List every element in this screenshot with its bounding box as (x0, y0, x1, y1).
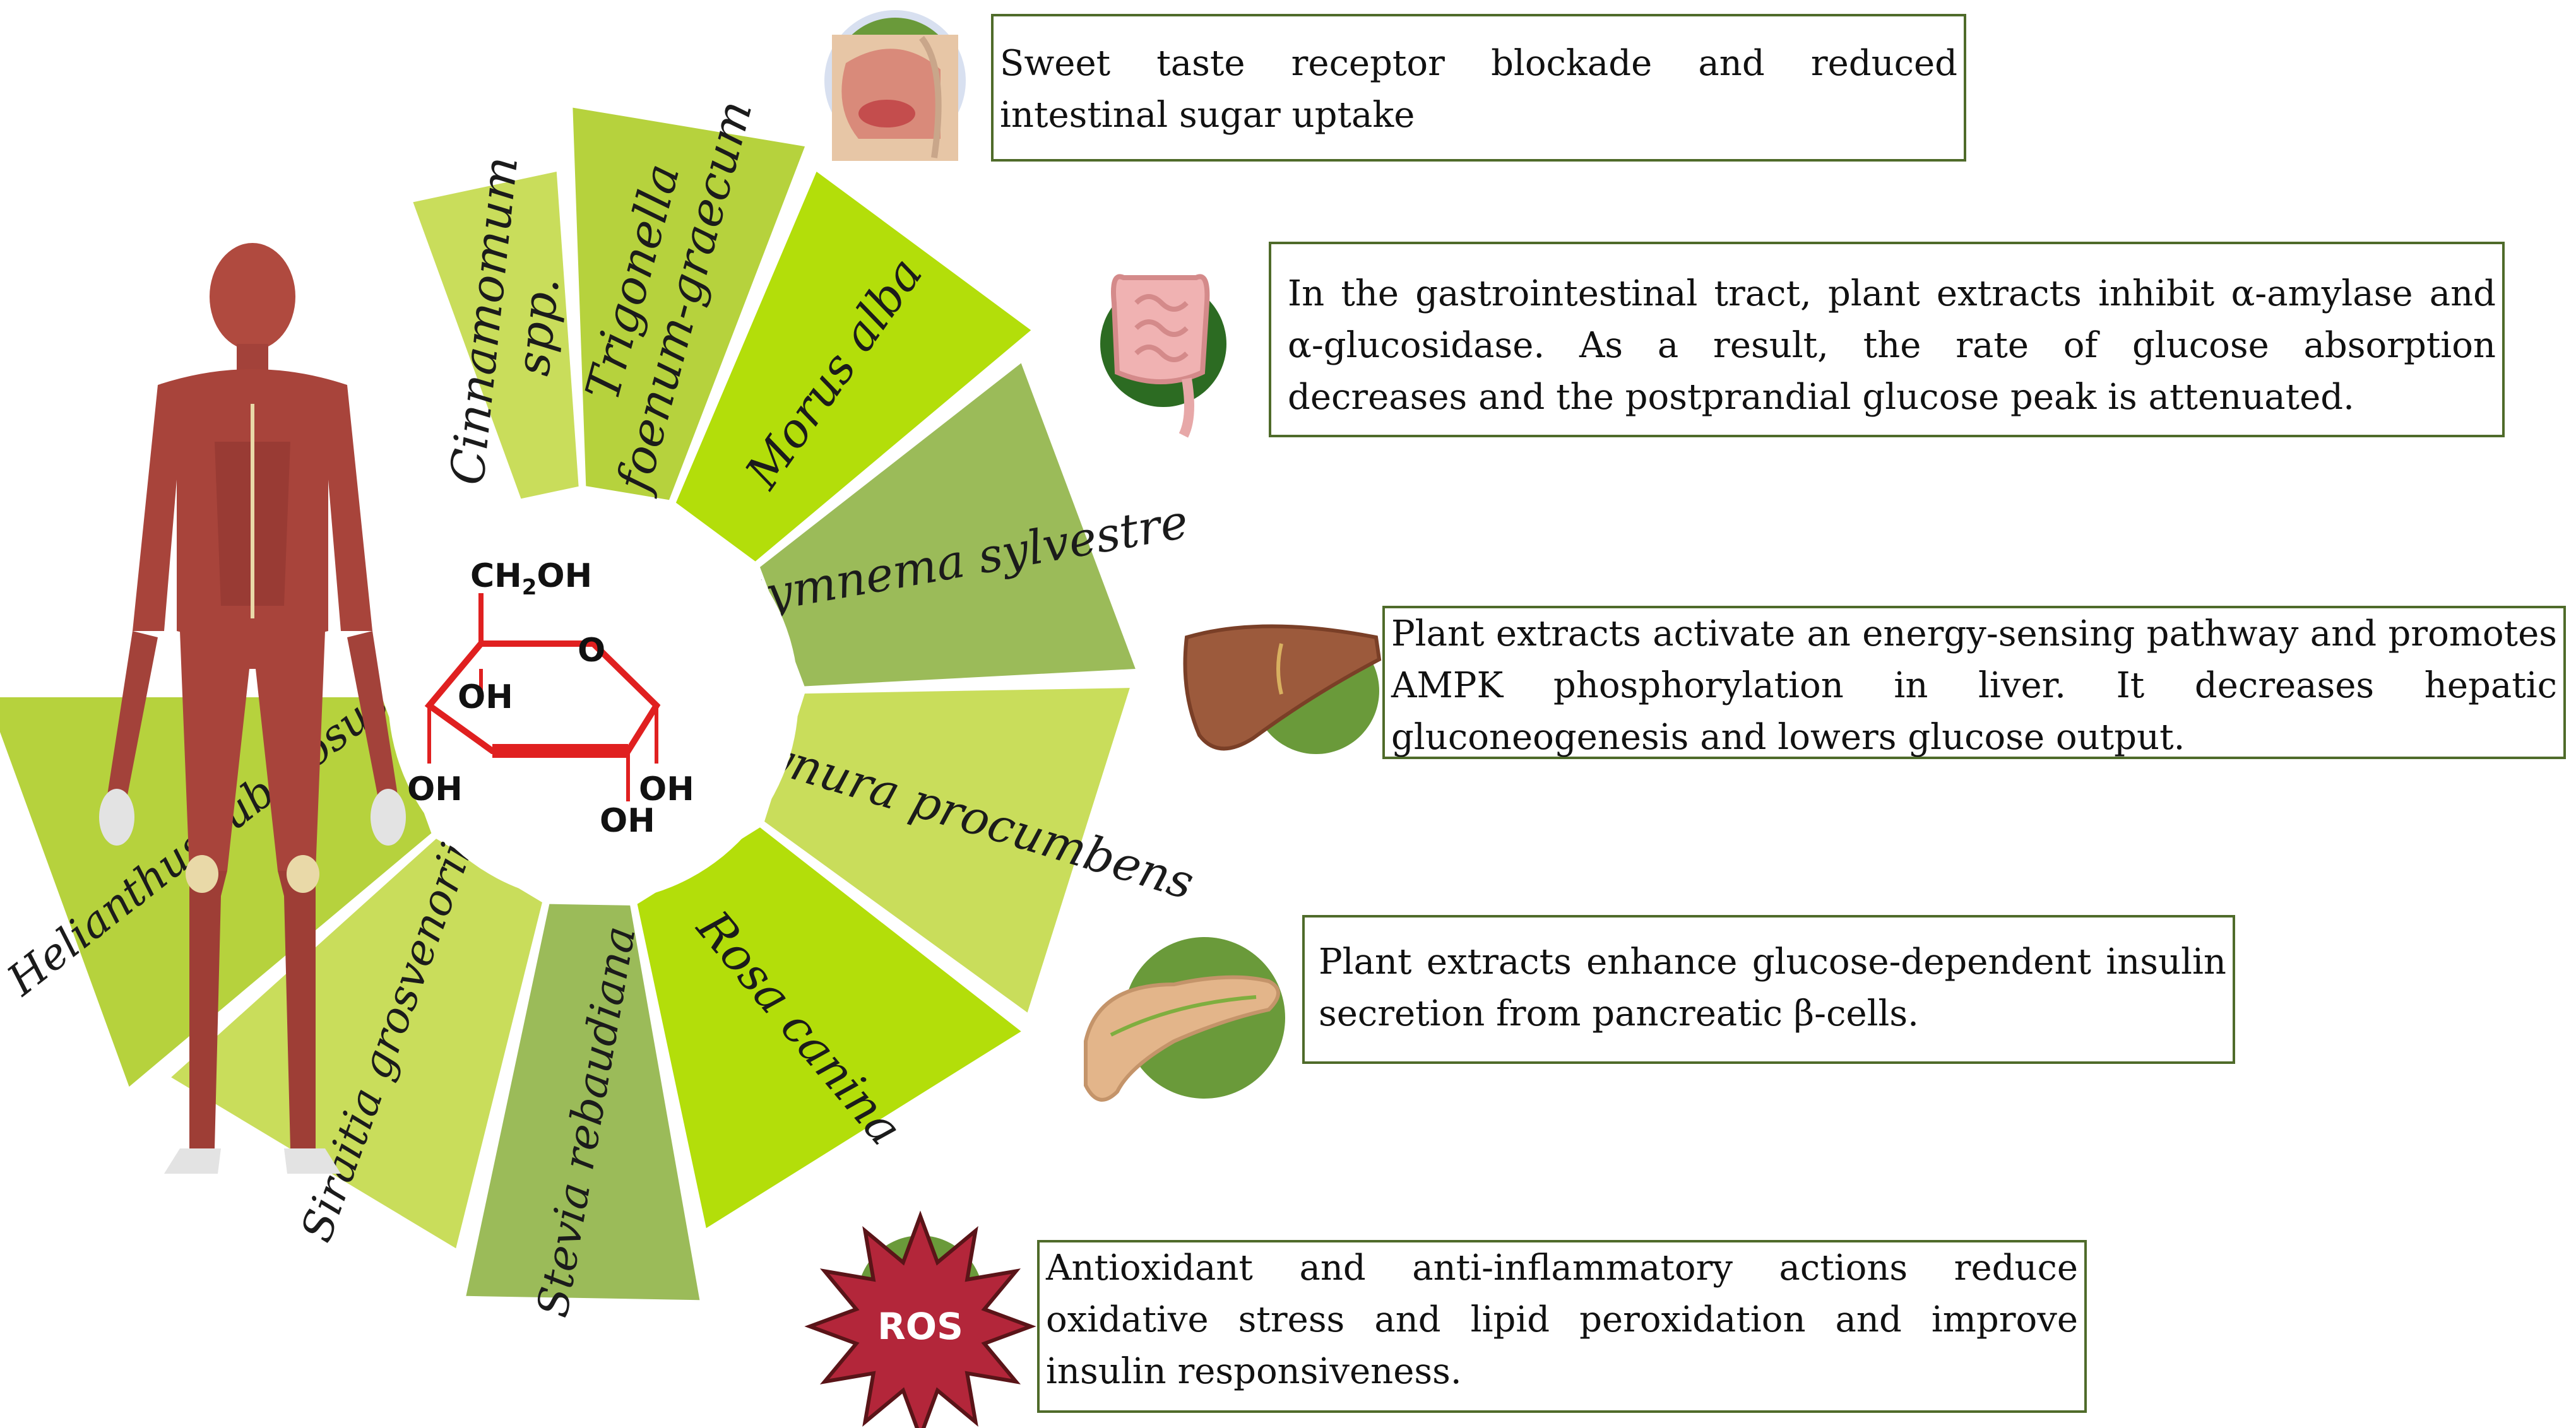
plant-segment (637, 827, 1021, 1229)
human-body-icon (99, 243, 406, 1174)
plant-segment (759, 363, 1136, 687)
mechanism-text-ros: Antioxidant and anti-inflammatory action… (1046, 1248, 2078, 1392)
mechanism-text-intestine: In the gastrointestinal tract, plant ext… (1288, 273, 2496, 418)
glucose-molecule: CH2OH O OH OH OH OH (407, 557, 694, 840)
plant-segment (413, 172, 579, 499)
mechanism-text-liver: Plant extracts activate an energy-sensin… (1391, 613, 2557, 758)
oh-bottom-label: OH (600, 802, 655, 840)
mechanism-text-taste: Sweet taste receptor blockade and reduce… (1000, 43, 1957, 136)
plant-segment (466, 904, 700, 1301)
liver-icon (1183, 624, 1382, 754)
oh-top-label: OH (458, 678, 513, 716)
intestine-icon (1100, 274, 1226, 438)
plant-segment (171, 839, 542, 1249)
plant-segment (764, 688, 1130, 1013)
mechanism-box-intestine: In the gastrointestinal tract, plant ext… (1269, 242, 2505, 437)
mechanism-box-taste: Sweet taste receptor blockade and reduce… (991, 14, 1966, 162)
mechanism-box-ros: Antioxidant and anti-inflammatory action… (1037, 1240, 2087, 1413)
oh-left-label: OH (407, 770, 463, 808)
ch2oh-label: CH2OH (470, 557, 592, 600)
oh-right-label: OH (639, 770, 694, 808)
mechanism-box-pancreas: Plant extracts enhance glucose-dependent… (1302, 915, 2235, 1064)
plant-segment (675, 171, 1031, 562)
mouth-icon (824, 10, 966, 161)
ring-oxygen-label: O (578, 632, 605, 670)
mechanism-box-liver: Plant extracts activate an energy-sensin… (1382, 606, 2566, 759)
plant-segment (573, 107, 805, 500)
pancreas-icon (1084, 937, 1285, 1102)
center-disk (388, 492, 798, 902)
mechanism-text-pancreas: Plant extracts enhance glucose-dependent… (1319, 941, 2226, 1034)
ros-icon: ROS (804, 1210, 1036, 1428)
ros-label: ROS (877, 1305, 963, 1348)
